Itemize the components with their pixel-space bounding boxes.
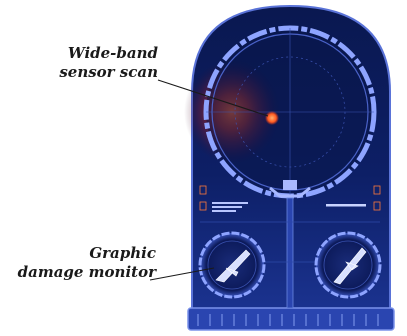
red-sensor-blip-icon [265,111,279,125]
damage-monitor-left [200,233,264,297]
wide-band-sensor-callout: Wide-band sensor scan [40,44,158,82]
sensor-scope [206,28,374,196]
damage-monitor-right [316,233,380,297]
callout-scan-line1: Wide-band [40,44,158,63]
console-base [188,308,394,330]
center-divider [287,198,293,308]
callout-damage-line2: damage monitor [4,263,156,282]
callout-scan-line2: sensor scan [40,63,158,82]
damage-monitor-callout: Graphic damage monitor [4,244,156,282]
callout-damage-line1: Graphic [4,244,156,263]
